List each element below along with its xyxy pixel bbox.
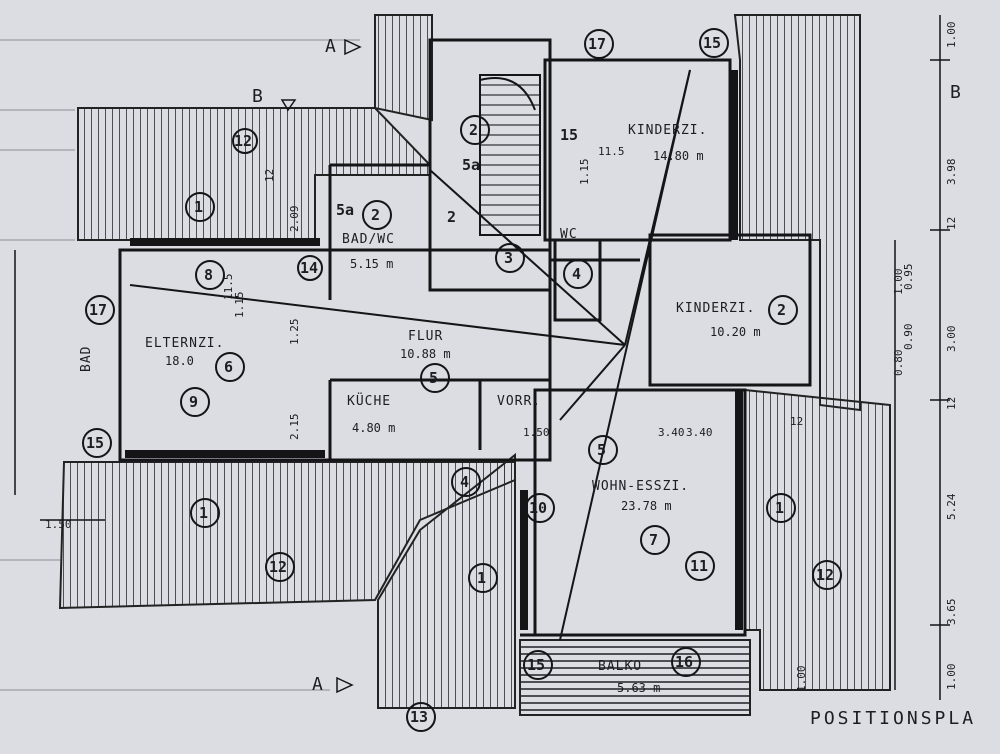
dimension-lines [14,15,950,700]
dim-115-a: 11.5 [222,274,235,301]
room-kinderzi-1: KINDERZI. [628,123,707,138]
dim-living-top: 3.40 [686,426,713,439]
dim-left-bottom: 1.50 [45,518,72,531]
room-labels: ELTERNZI. 18.0 BAD/WC 5.15 m FLUR 10.88 … [79,123,761,695]
pos-16: 16 [675,653,693,671]
section-markers: A A B B [252,36,964,695]
pos-3: 3 [504,249,513,267]
dim-right-upper: 3.98 [945,159,958,186]
room-bad-wc: BAD/WC [342,232,395,247]
dim-right-middle: 3.00 [945,326,958,353]
load-lines [129,69,691,641]
pos-1-c: 1 [477,569,486,587]
pos-2-a: 2 [371,206,380,224]
pos-15-c: 15 [703,34,721,52]
dim-window-e: 0.80 [892,350,905,377]
roof-hatching [58,14,891,716]
dim-12-b: 12 [945,217,958,230]
pos-1-d: 1 [775,499,784,517]
dim-340: 3.40 [658,426,685,439]
pos-5-a: 5 [429,369,438,387]
pos-2-c: 2 [777,301,786,319]
pos-8: 8 [204,266,213,284]
room-kueche-area: 4.80 m [352,421,395,435]
room-elternzi-area: 18.0 [165,354,194,368]
pos-1-b: 1 [199,504,208,522]
dim-12-a: 12 [263,169,276,182]
pos-10: 10 [529,499,547,517]
pos-14: 14 [300,259,318,277]
room-elternzi: ELTERNZI. [145,336,224,351]
pos-5a-b: 5a [462,156,480,174]
room-kinderzi-2: KINDERZI. [676,301,755,316]
room-flur: FLUR [408,329,443,344]
dim-door-b: 1.15 [233,292,246,319]
walls [118,38,812,637]
room-flur-area: 10.88 m [400,347,451,361]
sheet-title: POSITIONSPLA [810,708,976,729]
pos-2-d: 2 [447,208,456,226]
room-kinderzi-1-area: 14.80 m [653,149,704,163]
pos-5-b: 5 [597,441,606,459]
pos-12-c: 12 [816,566,834,584]
dim-door-a: 1.25 [288,319,301,346]
dim-flur-bottom: 1.50 [523,426,550,439]
room-wohn-esszi-area: 23.78 m [621,499,672,513]
dim-top-right: 1.00 [945,22,958,49]
pos-15-b: 15 [527,656,545,674]
position-numbers: 1 1 1 1 2 2 2 2 3 4 4 5 5 6 7 8 9 10 11 … [86,34,834,726]
position-circles [82,28,842,732]
dim-115-b: 11.5 [598,145,625,158]
pos-6: 6 [224,358,233,376]
pos-15-a: 15 [86,434,104,452]
dimension-texts: 1.00 1.50 1.50 3.40 3.98 3.00 5.24 2.09 … [45,22,958,693]
dim-door-c: 1.15 [578,159,591,186]
stair-curve [479,77,536,111]
dim-365: 3.65 [945,599,958,626]
pos-5a-a: 5a [336,201,354,219]
pos-2-b: 2 [469,121,478,139]
pos-13: 13 [410,708,428,726]
room-kueche: KÜCHE [347,392,391,409]
section-a-bottom: A [312,674,326,695]
pos-4-b: 4 [460,473,469,491]
room-balko: BALKO [598,659,642,674]
room-bad-wc-area: 5.15 m [350,257,393,271]
section-b-left: B [252,86,266,107]
dim-window-a: 0.95 [902,264,915,291]
dim-12-d: 12 [790,415,803,428]
section-b-right: B [950,82,964,103]
room-kinderzi-2-area: 10.20 m [710,325,761,339]
pos-17-b: 17 [588,35,606,53]
dim-12-c: 12 [945,397,958,410]
window-marks [125,70,743,630]
room-bad: BAD [79,346,94,372]
dim-bad-height: 2.09 [288,206,301,233]
pos-17-a: 17 [89,301,107,319]
room-vorr: VORR. [497,394,541,409]
paper-grid [0,39,360,691]
pos-11: 11 [690,557,708,575]
dim-right-lower: 5.24 [945,493,958,520]
dim-window-d: 1.00 [795,666,808,693]
room-wc: WC [560,227,578,242]
pos-1-a: 1 [194,198,203,216]
dim-window-b: 1.00 [892,269,905,296]
dim-bottom-right: 1.00 [945,664,958,691]
section-a-top: A [325,36,339,57]
pos-15-d: 15 [560,126,578,144]
dim-window-c: 0.90 [902,324,915,351]
dim-kueche-height: 2.15 [288,414,301,441]
staircase [479,74,541,236]
pos-12-a: 12 [234,132,252,150]
pos-9: 9 [189,393,198,411]
pos-4-a: 4 [572,265,581,283]
room-wohn-esszi: WOHN-ESSZI. [592,479,689,494]
room-balko-area: 5.63 m [617,681,660,695]
pos-12-b: 12 [269,558,287,576]
pos-7: 7 [649,531,658,549]
